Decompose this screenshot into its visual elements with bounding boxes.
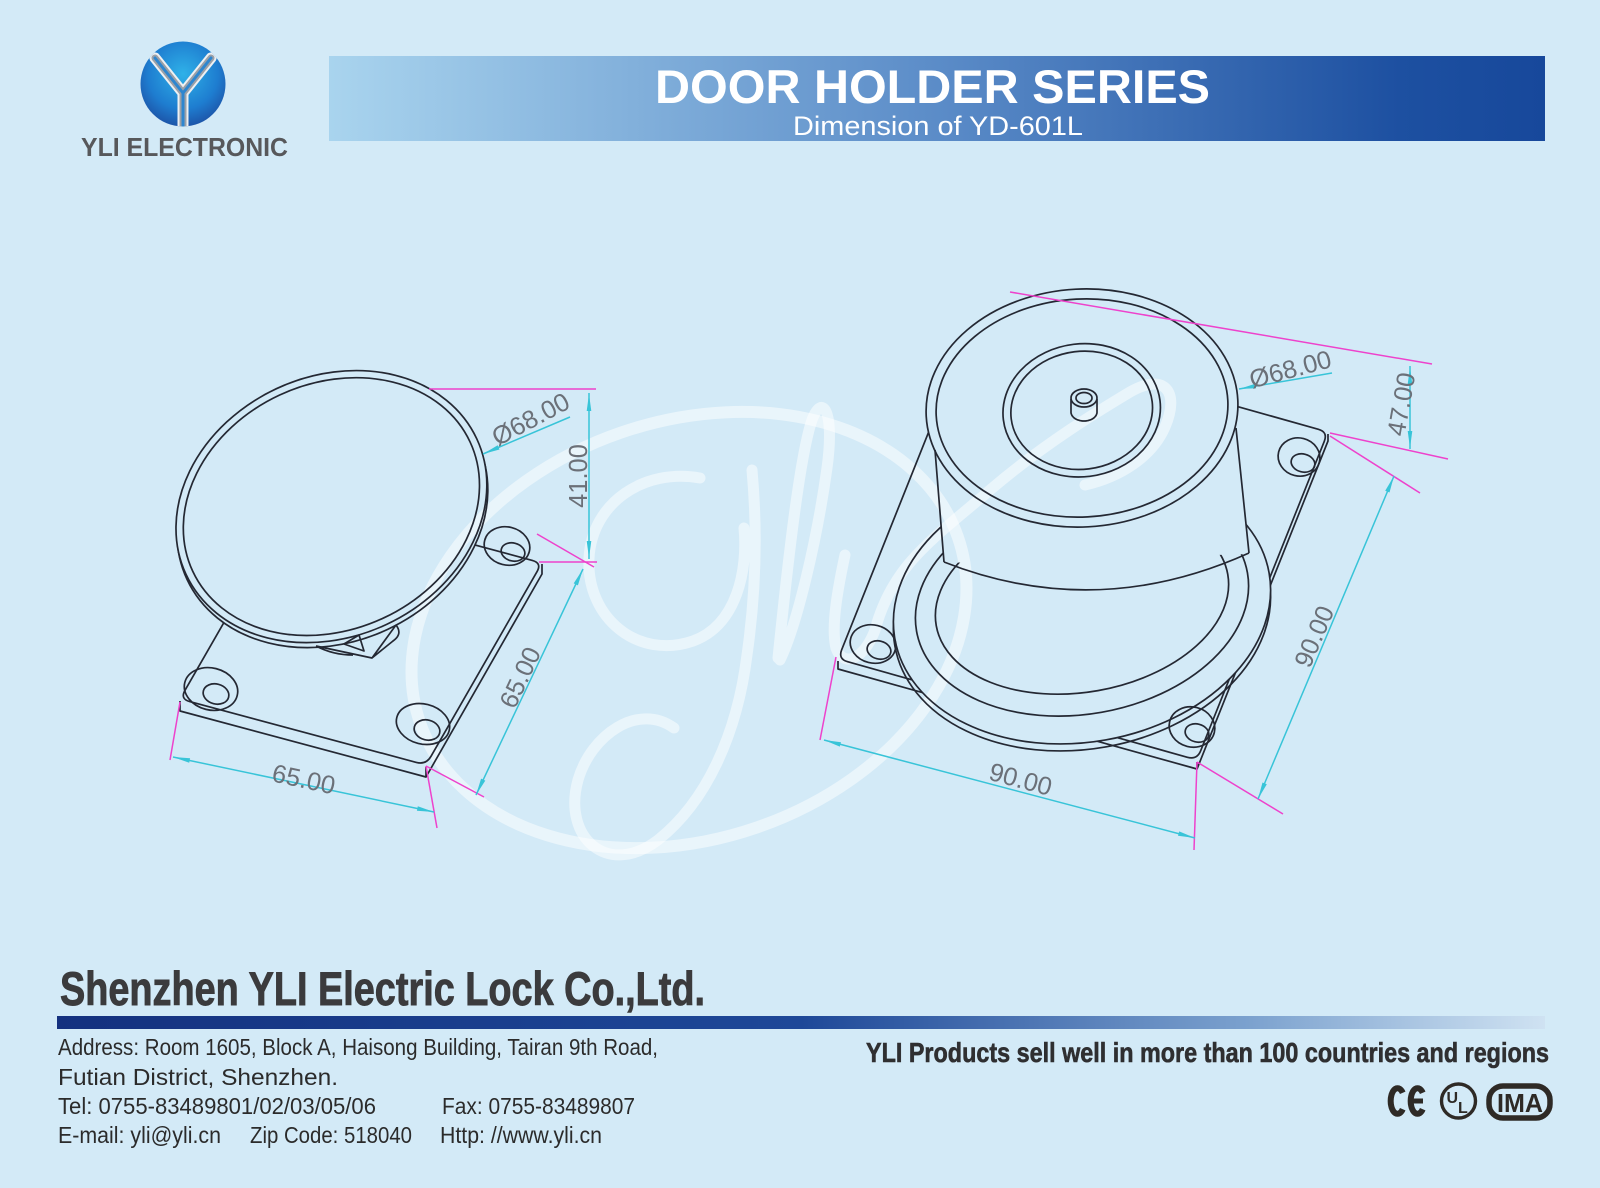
svg-text:Dimension of YD-601L: Dimension of YD-601L — [793, 111, 1083, 141]
svg-text:41.00: 41.00 — [565, 444, 593, 508]
svg-text:Futian District, Shenzhen.: Futian District, Shenzhen. — [58, 1064, 338, 1090]
svg-text:Tel: 0755-83489801/02/03/05/06: Tel: 0755-83489801/02/03/05/06 — [58, 1093, 376, 1119]
svg-text:DOOR HOLDER SERIES: DOOR HOLDER SERIES — [655, 60, 1210, 113]
svg-text:L: L — [1458, 1100, 1468, 1117]
svg-text:YLI ELECTRONIC: YLI ELECTRONIC — [81, 132, 288, 162]
svg-text:U: U — [1447, 1090, 1459, 1107]
svg-text:YLI Products sell well in more: YLI Products sell well in more than 100 … — [866, 1037, 1549, 1068]
svg-text:IMA: IMA — [1497, 1088, 1543, 1118]
svg-text:Shenzhen YLI Electric Lock Co.: Shenzhen YLI Electric Lock Co.,Ltd. — [60, 962, 705, 1015]
svg-text:Fax: 0755-83489807: Fax: 0755-83489807 — [442, 1093, 635, 1119]
svg-text:Address: Room 1605, Block A, H: Address: Room 1605, Block A, Haisong Bui… — [58, 1034, 658, 1060]
svg-text:E-mail: yli@yli.cn: E-mail: yli@yli.cn — [58, 1122, 221, 1148]
svg-text:Zip Code: 518040: Zip Code: 518040 — [250, 1122, 412, 1148]
svg-text:Http: //www.yli.cn: Http: //www.yli.cn — [440, 1122, 602, 1148]
